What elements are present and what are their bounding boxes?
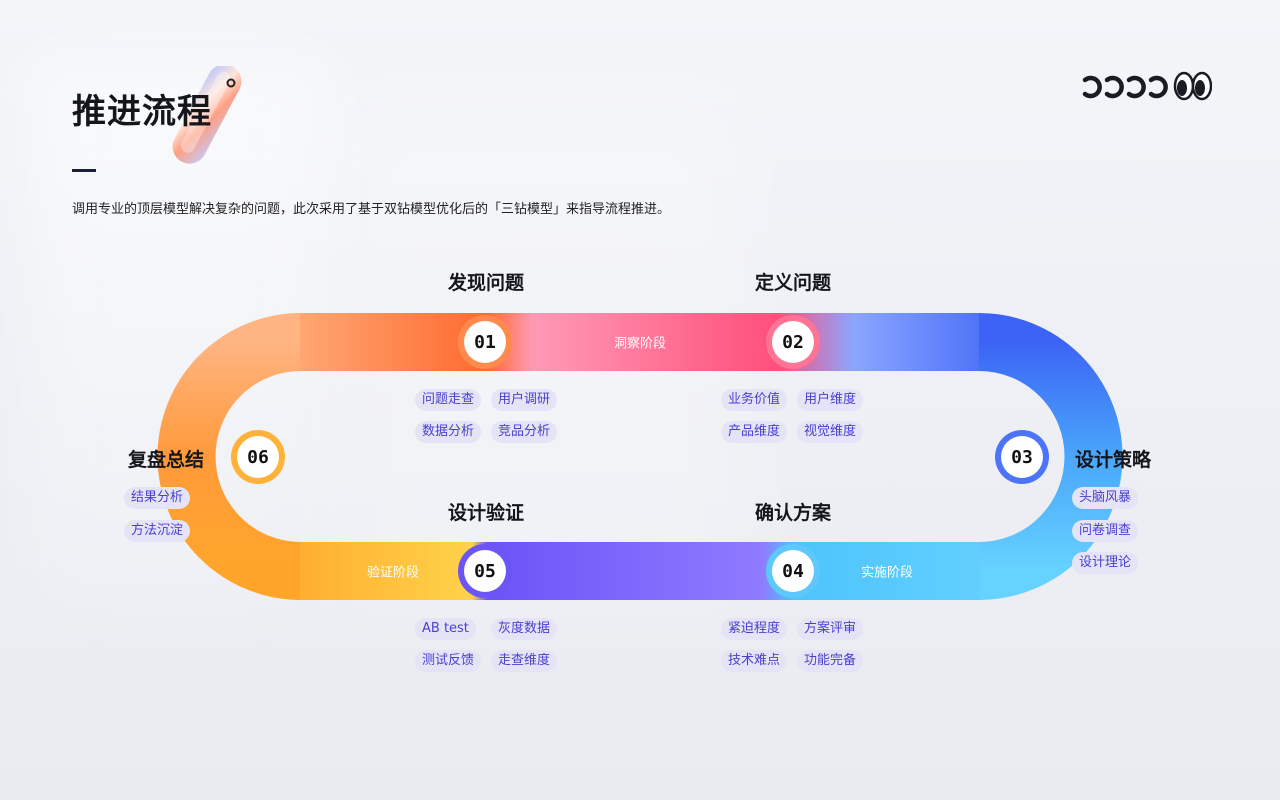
tag-chip: 走查维度 [491, 650, 558, 672]
tag-chip: 用户调研 [491, 389, 558, 411]
tag-chip: 设计理论 [1072, 552, 1139, 574]
tag-chip: 测试反馈 [415, 650, 482, 672]
title-underline [72, 169, 96, 172]
phase-label-insight: 洞察阶段 [613, 336, 667, 352]
phase-label-validate: 验证阶段 [366, 565, 420, 581]
loop-segment-left [157, 313, 302, 600]
tag-chip: 问题走查 [415, 389, 482, 411]
tag-chip: 视觉维度 [797, 421, 864, 443]
step-title-define: 定义问题 [754, 272, 832, 294]
tag-chip: 业务价值 [721, 389, 788, 411]
tag-chip: AB test [415, 618, 476, 640]
step-title-confirm: 确认方案 [754, 502, 832, 524]
step-title-validate: 设计验证 [447, 502, 525, 524]
page-title: 推进流程 [72, 92, 212, 132]
page-subtitle: 调用专业的顶层模型解决复杂的问题，此次采用了基于双钻模型优化后的「三钻模型」来指… [72, 202, 671, 217]
tag-chip: 方案评审 [797, 618, 864, 640]
tag-chip: 紧迫程度 [721, 618, 788, 640]
step-title-review: 复盘总结 [127, 449, 205, 471]
loop-segment-right [978, 313, 1123, 600]
tag-chip: 用户维度 [797, 389, 864, 411]
tag-chip: 头脑风暴 [1072, 487, 1139, 509]
tag-chip: 数据分析 [415, 421, 482, 443]
tag-chip: 灰度数据 [491, 618, 558, 640]
step-node-03: 03 [1001, 436, 1043, 478]
step-node-05: 05 [464, 550, 506, 592]
tag-chip: 竞品分析 [491, 421, 558, 443]
phase-label-implement: 实施阶段 [860, 565, 914, 581]
step-title-strategy: 设计策略 [1074, 449, 1152, 471]
tag-chip: 技术难点 [721, 650, 788, 672]
tag-chip: 结果分析 [124, 487, 191, 509]
brand-logo [1082, 71, 1212, 101]
step-title-discover: 发现问题 [447, 272, 525, 294]
step-node-01: 01 [464, 321, 506, 363]
tag-chip: 方法沉淀 [124, 520, 191, 542]
tag-chip: 功能完备 [797, 650, 864, 672]
step-node-04: 04 [772, 550, 814, 592]
tag-chip: 产品维度 [721, 421, 788, 443]
step-node-02: 02 [772, 321, 814, 363]
step-node-06: 06 [237, 436, 279, 478]
tag-chip: 问卷调查 [1072, 520, 1139, 542]
